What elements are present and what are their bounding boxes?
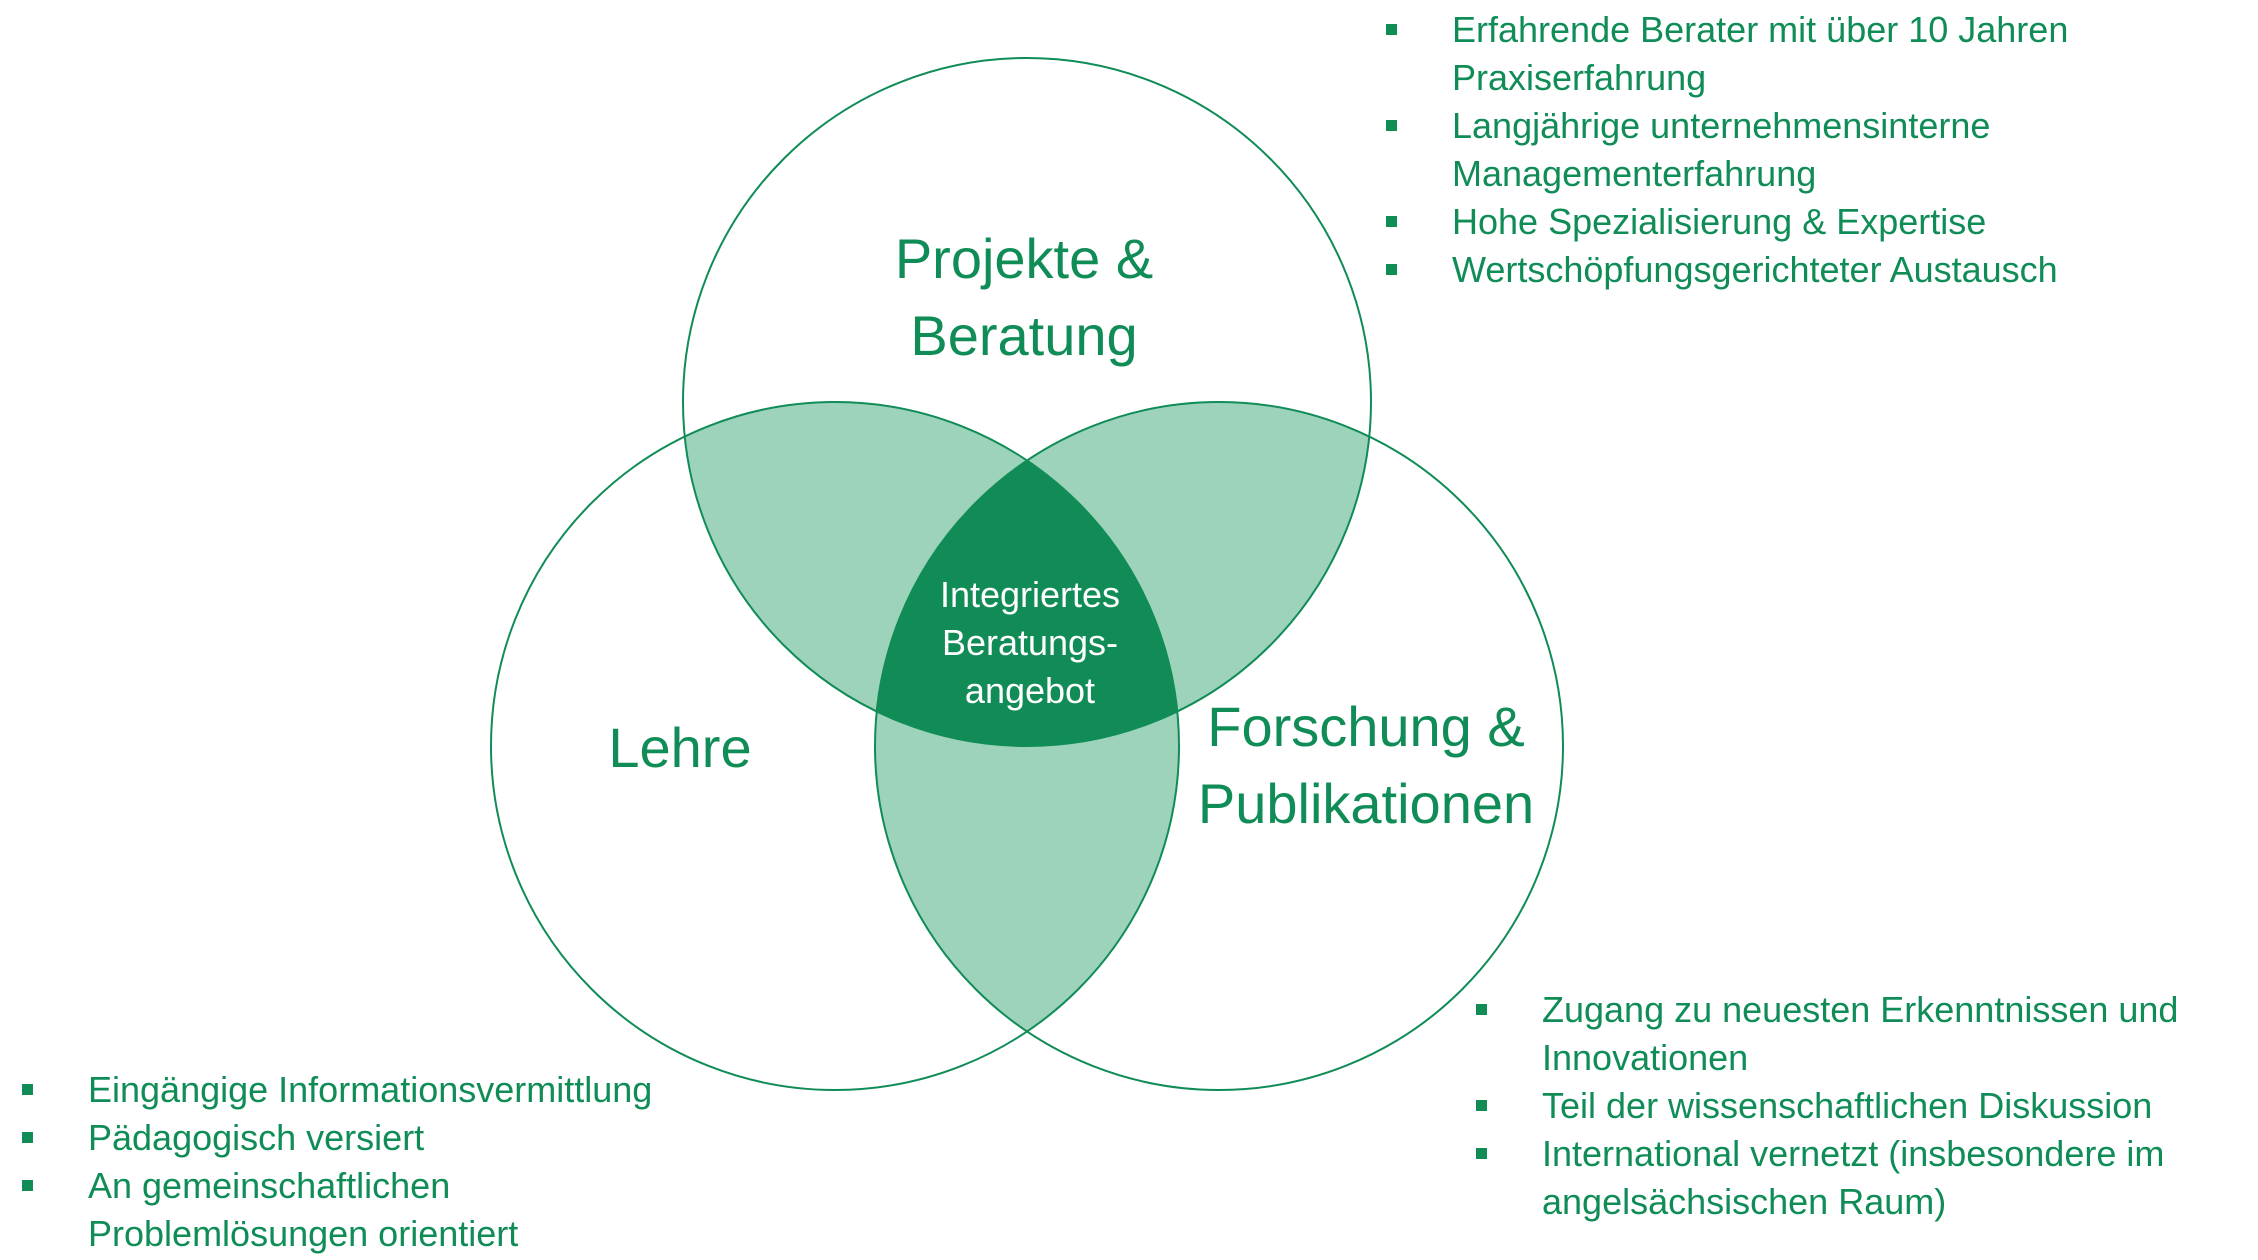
bullet-square-icon xyxy=(1476,1004,1487,1015)
list-item-text: Hohe Spezialisierung & Expertise xyxy=(1452,201,1987,242)
list-item-text: Teil der wissenschaftlichen Diskussion xyxy=(1542,1085,2153,1126)
list-item: Erfahrende Berater mit über 10 Jahren Pr… xyxy=(1380,6,2240,102)
list-item-text-continued: Innovationen xyxy=(1542,1037,1749,1078)
list-item: Zugang zu neuesten Erkenntnissen und Inn… xyxy=(1470,986,2258,1082)
teaching-label: Lehre xyxy=(608,716,751,779)
list-item-text-continued: Praxiserfahrung xyxy=(1452,57,1707,98)
research-label-line2: Publikationen xyxy=(1198,772,1534,835)
bullet-square-icon xyxy=(1386,264,1397,275)
list-item: Teil der wissenschaftlichen Diskussion xyxy=(1470,1082,2258,1130)
bullet-square-icon xyxy=(22,1132,33,1143)
bullet-square-icon xyxy=(1386,120,1397,131)
projects-bullet-list: Erfahrende Berater mit über 10 Jahren Pr… xyxy=(1380,6,2240,294)
research-bullet-list: Zugang zu neuesten Erkenntnissen und Inn… xyxy=(1470,986,2258,1226)
bullet-square-icon xyxy=(22,1180,33,1191)
teaching-bullet-list: Eingängige Informationsvermittlung Pädag… xyxy=(16,1066,776,1258)
research-label-line1: Forschung & xyxy=(1207,695,1525,758)
list-item-text-continued: Problemlösungen orientiert xyxy=(88,1213,519,1254)
circle-lehre xyxy=(490,401,1180,1091)
list-item: Wertschöpfungsgerichteter Austausch xyxy=(1380,246,2240,294)
bullet-square-icon xyxy=(1386,216,1397,227)
circle-forschung-publikationen xyxy=(874,401,1564,1091)
projects-label-line2: Beratung xyxy=(910,304,1137,367)
list-item-text: Erfahrende Berater mit über 10 Jahren xyxy=(1452,9,2069,50)
list-item: International vernetzt (insbesondere im … xyxy=(1470,1130,2258,1226)
center-overlap xyxy=(875,402,1179,746)
list-item: Pädagogisch versiert xyxy=(16,1114,776,1162)
projects-label-line1: Projekte & xyxy=(895,227,1153,290)
list-item-text: Pädagogisch versiert xyxy=(88,1117,425,1158)
list-item-text: International vernetzt (insbesondere im xyxy=(1542,1133,2165,1174)
bullet-square-icon xyxy=(1386,24,1397,35)
list-item: An gemeinschaftlichen Problemlösungen or… xyxy=(16,1162,776,1258)
list-item-text: An gemeinschaftlichen xyxy=(88,1165,451,1206)
bullet-square-icon xyxy=(1476,1148,1487,1159)
center-label-line1: Integriertes xyxy=(940,574,1120,615)
center-label-line3: angebot xyxy=(965,670,1095,711)
list-item-text: Zugang zu neuesten Erkenntnissen und xyxy=(1542,989,2179,1030)
center-label-line2: Beratungs- xyxy=(942,622,1118,663)
list-item-text: Eingängige Informationsvermittlung xyxy=(88,1069,653,1110)
list-item-text-continued: angelsächsischen Raum) xyxy=(1542,1181,1947,1222)
list-item: Langjährige unternehmensinterne Manageme… xyxy=(1380,102,2240,198)
list-item-text-continued: Managementerfahrung xyxy=(1452,153,1817,194)
list-item: Hohe Spezialisierung & Expertise xyxy=(1380,198,2240,246)
list-item: Eingängige Informationsvermittlung xyxy=(16,1066,776,1114)
bullet-square-icon xyxy=(22,1084,33,1095)
circle-projects-beratung xyxy=(682,57,1372,747)
list-item-text: Wertschöpfungsgerichteter Austausch xyxy=(1452,249,2058,290)
bullet-square-icon xyxy=(1476,1100,1487,1111)
list-item-text: Langjährige unternehmensinterne xyxy=(1452,105,1991,146)
